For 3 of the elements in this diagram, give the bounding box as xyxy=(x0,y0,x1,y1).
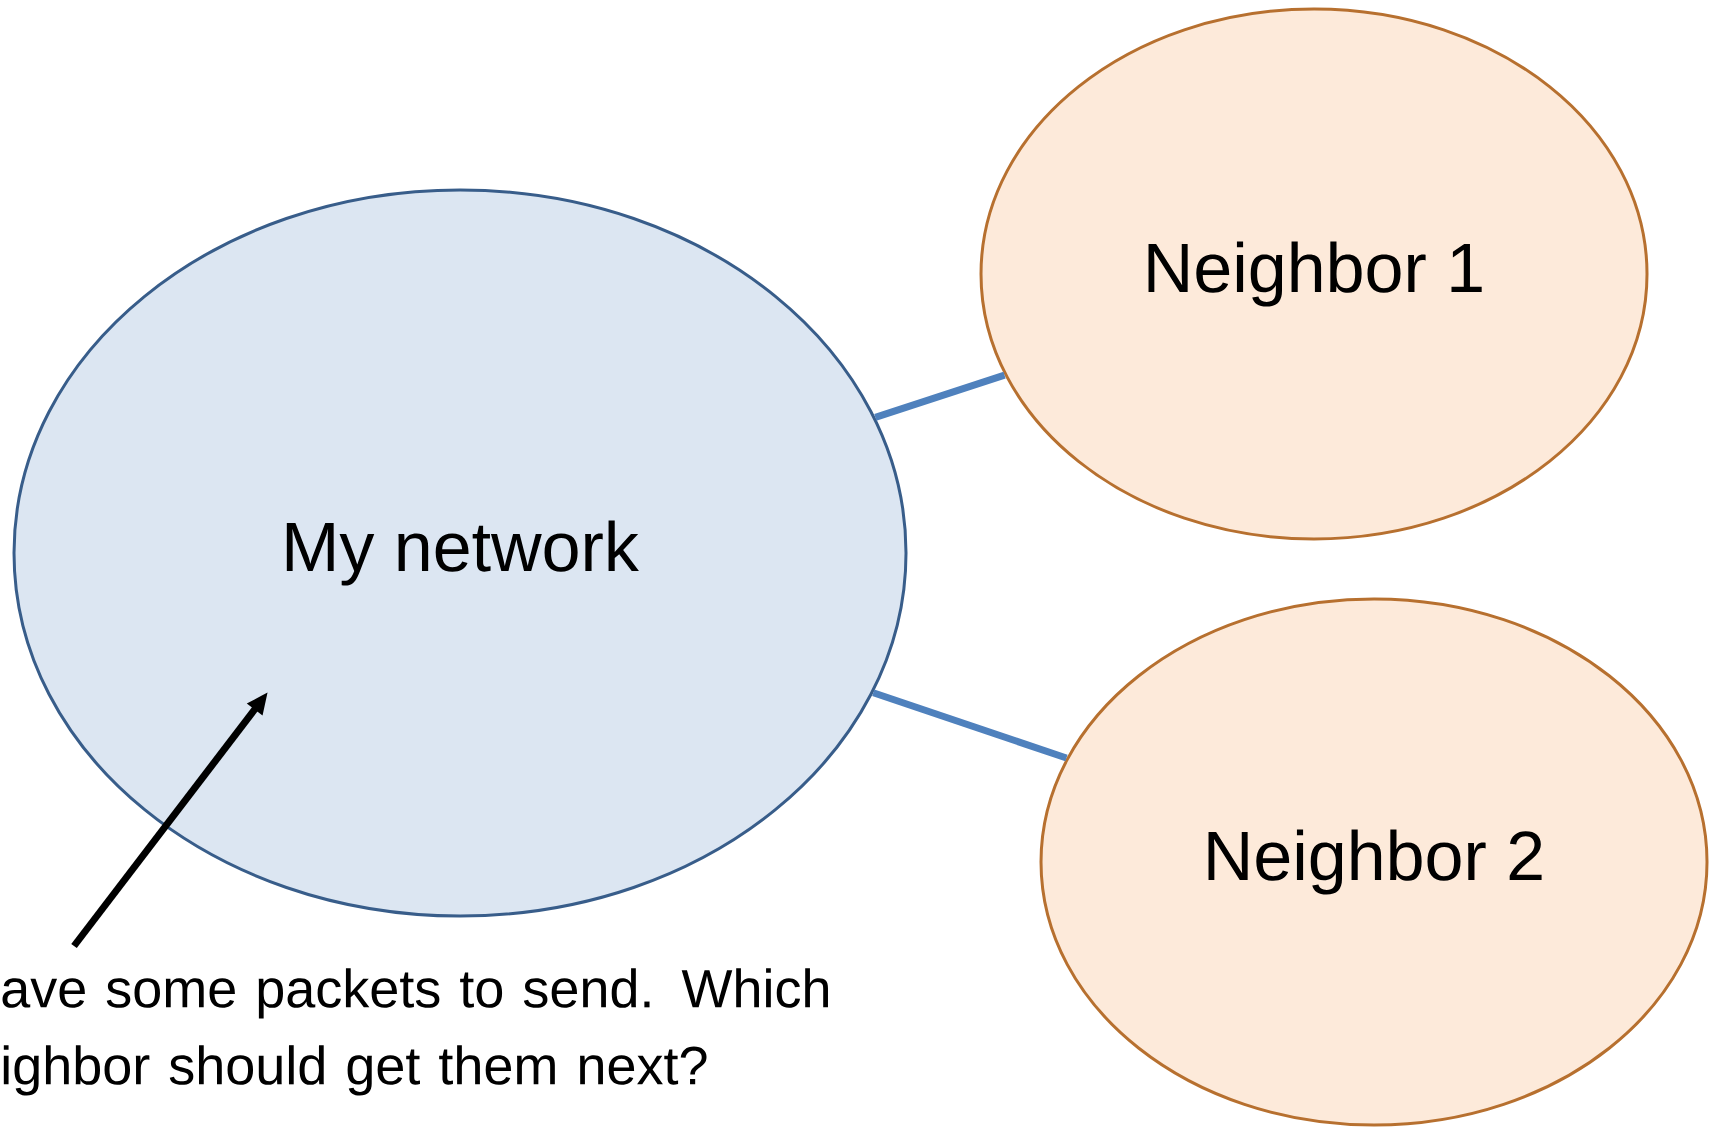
connector-line xyxy=(874,371,1006,421)
connector-line xyxy=(872,689,1068,762)
question-text: ave some packets to send. Which ighbor should get them next? xyxy=(2,968,828,1096)
